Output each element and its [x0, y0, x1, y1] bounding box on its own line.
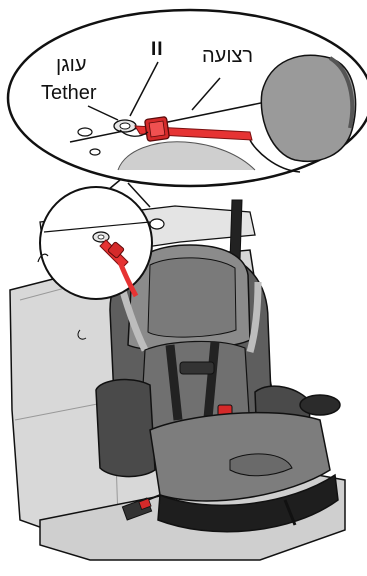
- detail-circle: [38, 187, 152, 299]
- strap-label-hebrew: רצועה: [202, 46, 253, 66]
- hook-label-hebrew: עוגן: [56, 55, 87, 75]
- marker-label: II: [151, 40, 164, 59]
- callout-anchor-icon: [114, 120, 136, 132]
- hook-label-english: Tether: [41, 83, 97, 103]
